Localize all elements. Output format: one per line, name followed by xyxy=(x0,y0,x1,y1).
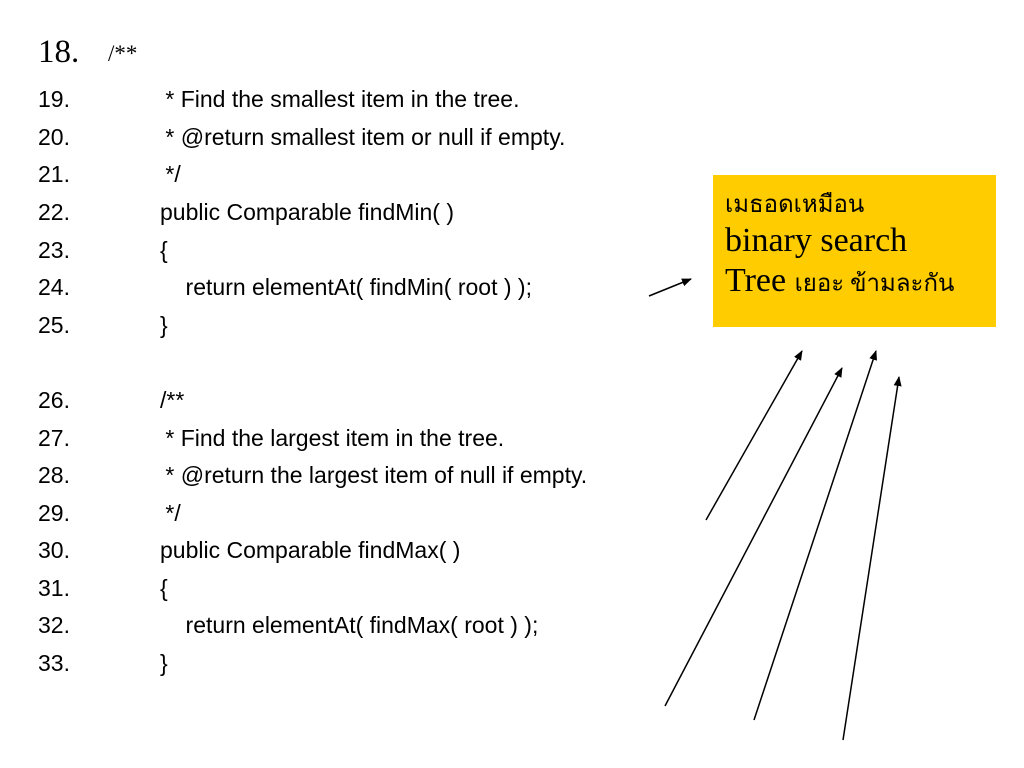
line-number: 19. xyxy=(38,86,70,112)
line-number: 31. xyxy=(38,575,70,601)
callout-line-2: binary search xyxy=(725,222,908,259)
arrow-to-callout-from-line-24 xyxy=(648,278,692,297)
line-number: 24. xyxy=(38,274,70,300)
code-text: public Comparable findMin( ) xyxy=(160,199,455,225)
line-number: 30. xyxy=(38,537,70,563)
code-line-28: 28. * @return the largest item of null i… xyxy=(38,461,587,573)
code-text: } xyxy=(160,650,168,676)
arrow-3 xyxy=(753,350,877,721)
code-line-18: 18. /** xyxy=(38,34,137,150)
code-text: public Comparable findMax( ) xyxy=(160,537,461,563)
code-text: { xyxy=(160,575,168,601)
code-line-33: 33. } xyxy=(38,649,168,761)
line-number: 22. xyxy=(38,199,70,225)
line-number: 18. xyxy=(38,34,80,70)
line-number: 23. xyxy=(38,237,70,263)
code-line-22: 22. public Comparable findMin( ) xyxy=(38,198,454,310)
code-line-30: 30. public Comparable findMax( ) xyxy=(38,536,460,648)
code-text: * Find the largest item in the tree. xyxy=(159,425,505,451)
code-text: */ xyxy=(159,500,181,526)
code-line-31: 31. { xyxy=(38,574,168,686)
line-number: 20. xyxy=(38,124,70,150)
arrow-4 xyxy=(842,376,902,741)
line-number: 21. xyxy=(38,161,70,187)
line-number: 33. xyxy=(38,650,70,676)
line-number: 29. xyxy=(38,500,70,526)
callout-line-3-word: Tree xyxy=(725,262,795,299)
code-line-29: 29. */ xyxy=(38,499,181,611)
code-line-26: 26. /** xyxy=(38,386,184,498)
code-text: { xyxy=(160,237,168,263)
code-text: return elementAt( findMax( root ) ); xyxy=(160,612,539,638)
callout-line-1: เมธอดเหมือน xyxy=(725,192,865,218)
line-number: 25. xyxy=(38,312,70,338)
code-text: } xyxy=(160,312,168,338)
code-text: */ xyxy=(159,161,181,187)
line-number: 27. xyxy=(38,425,70,451)
code-line-20: 20. * @return smallest item or null if e… xyxy=(38,123,565,235)
code-text: * Find the smallest item in the tree. xyxy=(159,86,520,112)
callout-line-3-thai: เยอะ ข้ามละกัน xyxy=(794,271,955,297)
callout-line-3: Tree เยอะ ข้ามละกัน xyxy=(725,261,984,304)
code-text: * @return smallest item or null if empty… xyxy=(159,124,566,150)
code-line-25: 25. } xyxy=(38,311,168,423)
callout-note: เมธอดเหมือน binary search Tree เยอะ ข้าม… xyxy=(713,175,996,327)
code-line-32: 32. return elementAt( findMax( root ) ); xyxy=(38,611,538,723)
code-text: return elementAt( findMin( root ) ); xyxy=(160,274,532,300)
arrow-1 xyxy=(705,350,803,521)
code-text: /** xyxy=(160,387,185,413)
line-number: 32. xyxy=(38,612,70,638)
code-line-21: 21. */ xyxy=(38,160,181,272)
code-text: * @return the largest item of null if em… xyxy=(159,462,588,488)
line-number: 28. xyxy=(38,462,70,488)
code-text: /** xyxy=(108,41,138,66)
code-line-27: 27. * Find the largest item in the tree. xyxy=(38,424,504,536)
code-line-19: 19. * Find the smallest item in the tree… xyxy=(38,85,520,197)
code-line-23: 23. { xyxy=(38,236,168,348)
code-line-24: 24. return elementAt( findMin( root ) ); xyxy=(38,273,532,385)
line-number: 26. xyxy=(38,387,70,413)
arrow-2 xyxy=(664,367,843,707)
